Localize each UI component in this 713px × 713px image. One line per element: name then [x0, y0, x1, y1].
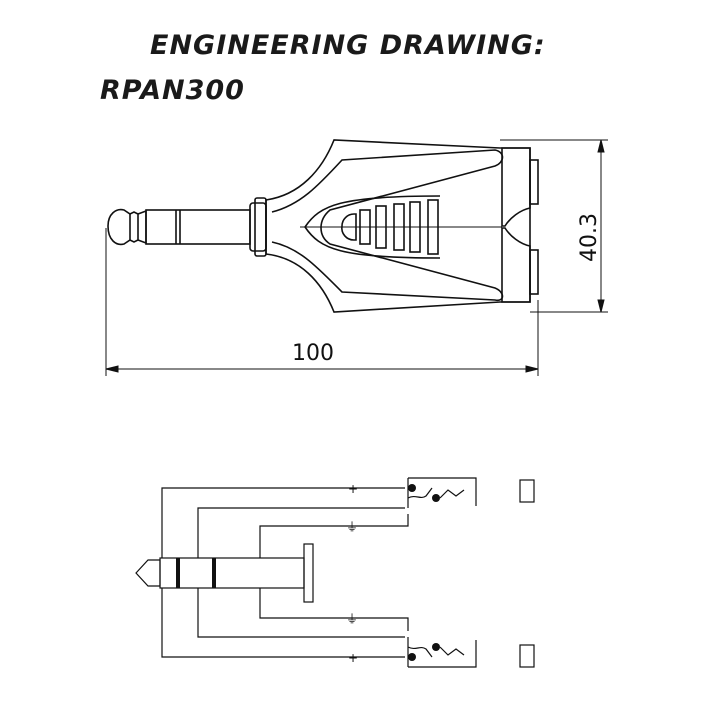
grip-rib-6 [427, 199, 439, 255]
adapter-body-inner [271, 149, 504, 302]
schematic-plug-flange [303, 543, 314, 603]
adapter-inner-wedge [304, 195, 441, 259]
jack-housing-top [501, 147, 531, 227]
height-dimension-label: 40.3 [577, 213, 602, 262]
plug-sleeve [145, 209, 251, 245]
grip-rib-5 [409, 201, 421, 253]
grip-rib-4 [393, 203, 405, 251]
drawing-title: ENGINEERING DRAWING: [150, 30, 546, 61]
adapter-top-view [107, 139, 539, 313]
ground-symbol-bottom: ⏚ [346, 612, 358, 626]
wire-tip-bottom [161, 588, 405, 658]
wire-sleeve-bottom [259, 588, 409, 631]
length-dimension-label: 100 [292, 341, 334, 366]
wire-sleeve-top [259, 514, 409, 558]
jack-symbol-bottom [407, 637, 477, 668]
jack-socket-symbol-top [519, 479, 535, 503]
wiring-schematic [135, 477, 535, 668]
jack-socket-bottom [529, 249, 539, 295]
jack-socket-top [529, 159, 539, 205]
dimension-height [500, 139, 608, 313]
grip-rib-2 [359, 209, 371, 245]
tip-symbol-top: + [348, 482, 358, 496]
wire-ring-bottom [197, 588, 405, 638]
jack-contacts [408, 484, 440, 661]
plug-collar-inner [254, 197, 267, 257]
schematic-plug-tip [135, 559, 161, 587]
model-number: RPAN300 [100, 75, 245, 106]
tip-symbol-bottom: + [348, 651, 358, 665]
wire-tip-top [161, 487, 405, 558]
plug-tip [107, 208, 139, 246]
jack-housing-bottom [501, 227, 531, 303]
grip-rib-3 [375, 205, 387, 249]
jack-symbol-top [407, 477, 477, 508]
schematic-plug-body [159, 557, 305, 589]
dimension-length [105, 228, 539, 376]
plug-collar [249, 202, 267, 252]
grip-rib-1 [341, 213, 357, 241]
jack-socket-symbol-bottom [519, 644, 535, 668]
wire-ring-top [197, 507, 405, 558]
plug-shaft [137, 209, 147, 245]
ground-symbol-top: ⏚ [346, 520, 358, 534]
